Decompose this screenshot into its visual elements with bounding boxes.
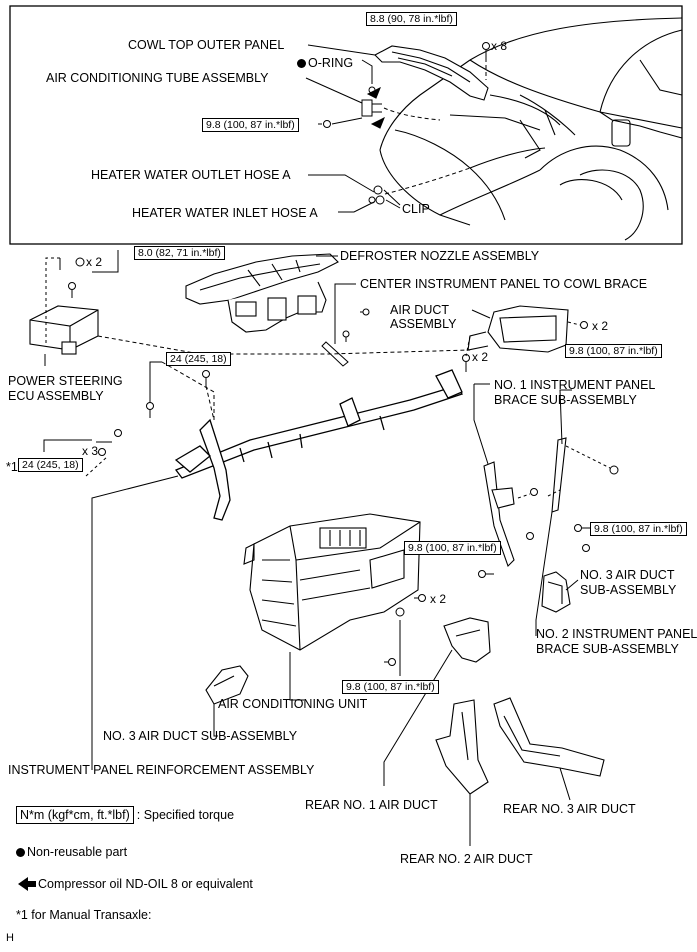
- bolt-ecu: [68, 282, 76, 298]
- bolt-reinf-2: [202, 370, 210, 386]
- label-o-ring-text: O-RING: [308, 56, 354, 70]
- torque-reinf-top: 24 (245, 18): [166, 352, 231, 366]
- air-duct-assembly: [467, 305, 569, 353]
- bolt-no1-a: [530, 488, 538, 496]
- nut-no2: [609, 465, 619, 475]
- bolt-mt-2: [98, 448, 106, 456]
- legend-torque-box: N*m (kgf*cm, ft.*lbf): [16, 806, 134, 824]
- bolt-no2-a: [574, 524, 590, 532]
- defroster-nozzle-assembly: [185, 253, 339, 333]
- torque-air-duct: 9.8 (100, 87 in.*lbf): [565, 344, 662, 358]
- torque-ac-unit: 9.8 (100, 87 in.*lbf): [342, 680, 439, 694]
- bolt-no1-c: [478, 570, 494, 578]
- no2-instrument-panel-brace: [551, 437, 567, 513]
- bolt-no2-b: [582, 544, 590, 552]
- bolt-reinf-3: [462, 354, 470, 372]
- label-ip-reinforcement: INSTRUMENT PANEL REINFORCEMENT ASSEMBLY: [8, 763, 315, 777]
- nonreusable-dot-icon: [297, 59, 306, 68]
- legend-nonreusable: Non-reusable part: [16, 845, 127, 859]
- heater-hoses: [368, 185, 385, 205]
- label-air-conditioning-unit: AIR CONDITIONING UNIT: [218, 697, 368, 711]
- rear-no1-air-duct: [443, 617, 491, 663]
- cowl-top-outer-panel: [374, 45, 489, 101]
- air-conditioning-unit: [243, 513, 421, 651]
- label-o-ring: O-RING: [297, 56, 353, 70]
- legend-torque-text: : Specified torque: [136, 808, 235, 822]
- label-rear-no2-air-duct: REAR NO. 2 AIR DUCT: [400, 852, 533, 866]
- no3-air-duct-right: [541, 571, 571, 613]
- label-no3-air-duct-left: NO. 3 AIR DUCT SUB-ASSEMBLY: [103, 729, 298, 743]
- label-no3-air-duct-right-1: NO. 3 AIR DUCT: [580, 568, 675, 582]
- label-rear-no3-air-duct: REAR NO. 3 AIR DUCT: [503, 802, 636, 816]
- bolt-acunit-b: [384, 658, 396, 666]
- label-power-steering-ecu-2: ECU ASSEMBLY: [8, 389, 104, 403]
- tube-leader: [305, 77, 363, 104]
- sheet-code: H: [6, 932, 14, 944]
- label-air-duct-assembly-1: AIR DUCT: [390, 303, 450, 317]
- label-heater-water-inlet-hose: HEATER WATER INLET HOSE A: [132, 206, 318, 220]
- cowl-leader: [307, 44, 376, 56]
- label-clip: CLIP: [402, 202, 430, 216]
- bolt-near-brace: [360, 308, 370, 316]
- label-center-ip-brace: CENTER INSTRUMENT PANEL TO COWL BRACE: [360, 277, 648, 291]
- qty-cowl: x 8: [491, 39, 508, 53]
- qty-acunit: x 2: [430, 592, 447, 606]
- ac-tube-part: [361, 99, 382, 117]
- label-rear-no1-air-duct: REAR NO. 1 AIR DUCT: [305, 798, 438, 812]
- label-power-steering-ecu-1: POWER STEERING: [8, 374, 123, 388]
- torque-no1-brace: 9.8 (100, 87 in.*lbf): [404, 541, 501, 555]
- qty-ecu: x 2: [86, 255, 103, 269]
- torque-reinf-mt: 24 (245, 18): [18, 458, 83, 472]
- torque-no2-brace: 9.8 (100, 87 in.*lbf): [590, 522, 687, 536]
- label-no2-ip-brace-1: NO. 2 INSTRUMENT PANEL: [536, 627, 697, 641]
- label-heater-water-outlet-hose: HEATER WATER OUTLET HOSE A: [91, 168, 291, 182]
- bolt-acunit-a: [414, 594, 426, 602]
- legend-oil-arrow: [18, 877, 36, 891]
- label-no2-ip-brace-2: BRACE SUB-ASSEMBLY: [536, 642, 679, 656]
- bolt-mt-1: [114, 429, 122, 437]
- no1-instrument-panel-brace: [483, 461, 515, 568]
- label-no1-ip-brace-1: NO. 1 INSTRUMENT PANEL: [494, 378, 656, 392]
- label-no1-ip-brace-2: BRACE SUB-ASSEMBLY: [494, 393, 637, 407]
- rear-no3-air-duct: [493, 697, 605, 777]
- torque-ecu: 8.0 (82, 71 in.*lbf): [134, 246, 225, 260]
- legend-compressor-oil: Compressor oil ND-OIL 8 or equivalent: [38, 877, 253, 891]
- bolt-no1-b: [526, 532, 534, 540]
- bolt-cowl: [482, 42, 490, 58]
- instrument-panel-reinforcement-assembly: [174, 369, 464, 521]
- label-star1: *1: [6, 460, 18, 474]
- qty-mt: x 3: [82, 444, 99, 458]
- bolt-reinf-1: [146, 402, 154, 418]
- legend-nonreusable-text: Non-reusable part: [27, 845, 128, 859]
- nut-acunit: [395, 607, 405, 617]
- bolt-center-brace: [342, 330, 350, 342]
- legend-torque: N*m (kgf*cm, ft.*lbf): Specified torque: [16, 806, 235, 824]
- qty-air-duct: x 2: [592, 319, 609, 333]
- label-ac-tube-assembly: AIR CONDITIONING TUBE ASSEMBLY: [46, 71, 269, 85]
- nut-ecu: [75, 257, 85, 267]
- rear-no2-air-duct: [435, 699, 489, 795]
- inset-frame: [9, 5, 683, 245]
- label-no3-air-duct-right-2: SUB-ASSEMBLY: [580, 583, 677, 597]
- torque-tube: 9.8 (100, 87 in.*lbf): [202, 118, 299, 132]
- vehicle-front-illustration: [379, 17, 683, 241]
- label-defroster-nozzle: DEFROSTER NOZZLE ASSEMBLY: [340, 249, 540, 263]
- torque-cowl: 8.8 (90, 78 in.*lbf): [366, 12, 457, 26]
- legend-dot-icon: [16, 848, 25, 857]
- bolt-tube: [318, 120, 331, 128]
- qty-reinf: x 2: [472, 350, 489, 364]
- label-air-duct-assembly-2: ASSEMBLY: [390, 317, 457, 331]
- bolt-air-duct: [580, 321, 588, 329]
- label-cowl-top-outer-panel: COWL TOP OUTER PANEL: [128, 38, 285, 52]
- power-steering-ecu-assembly: [29, 305, 99, 355]
- legend-manual-note: *1 for Manual Transaxle:: [16, 908, 152, 922]
